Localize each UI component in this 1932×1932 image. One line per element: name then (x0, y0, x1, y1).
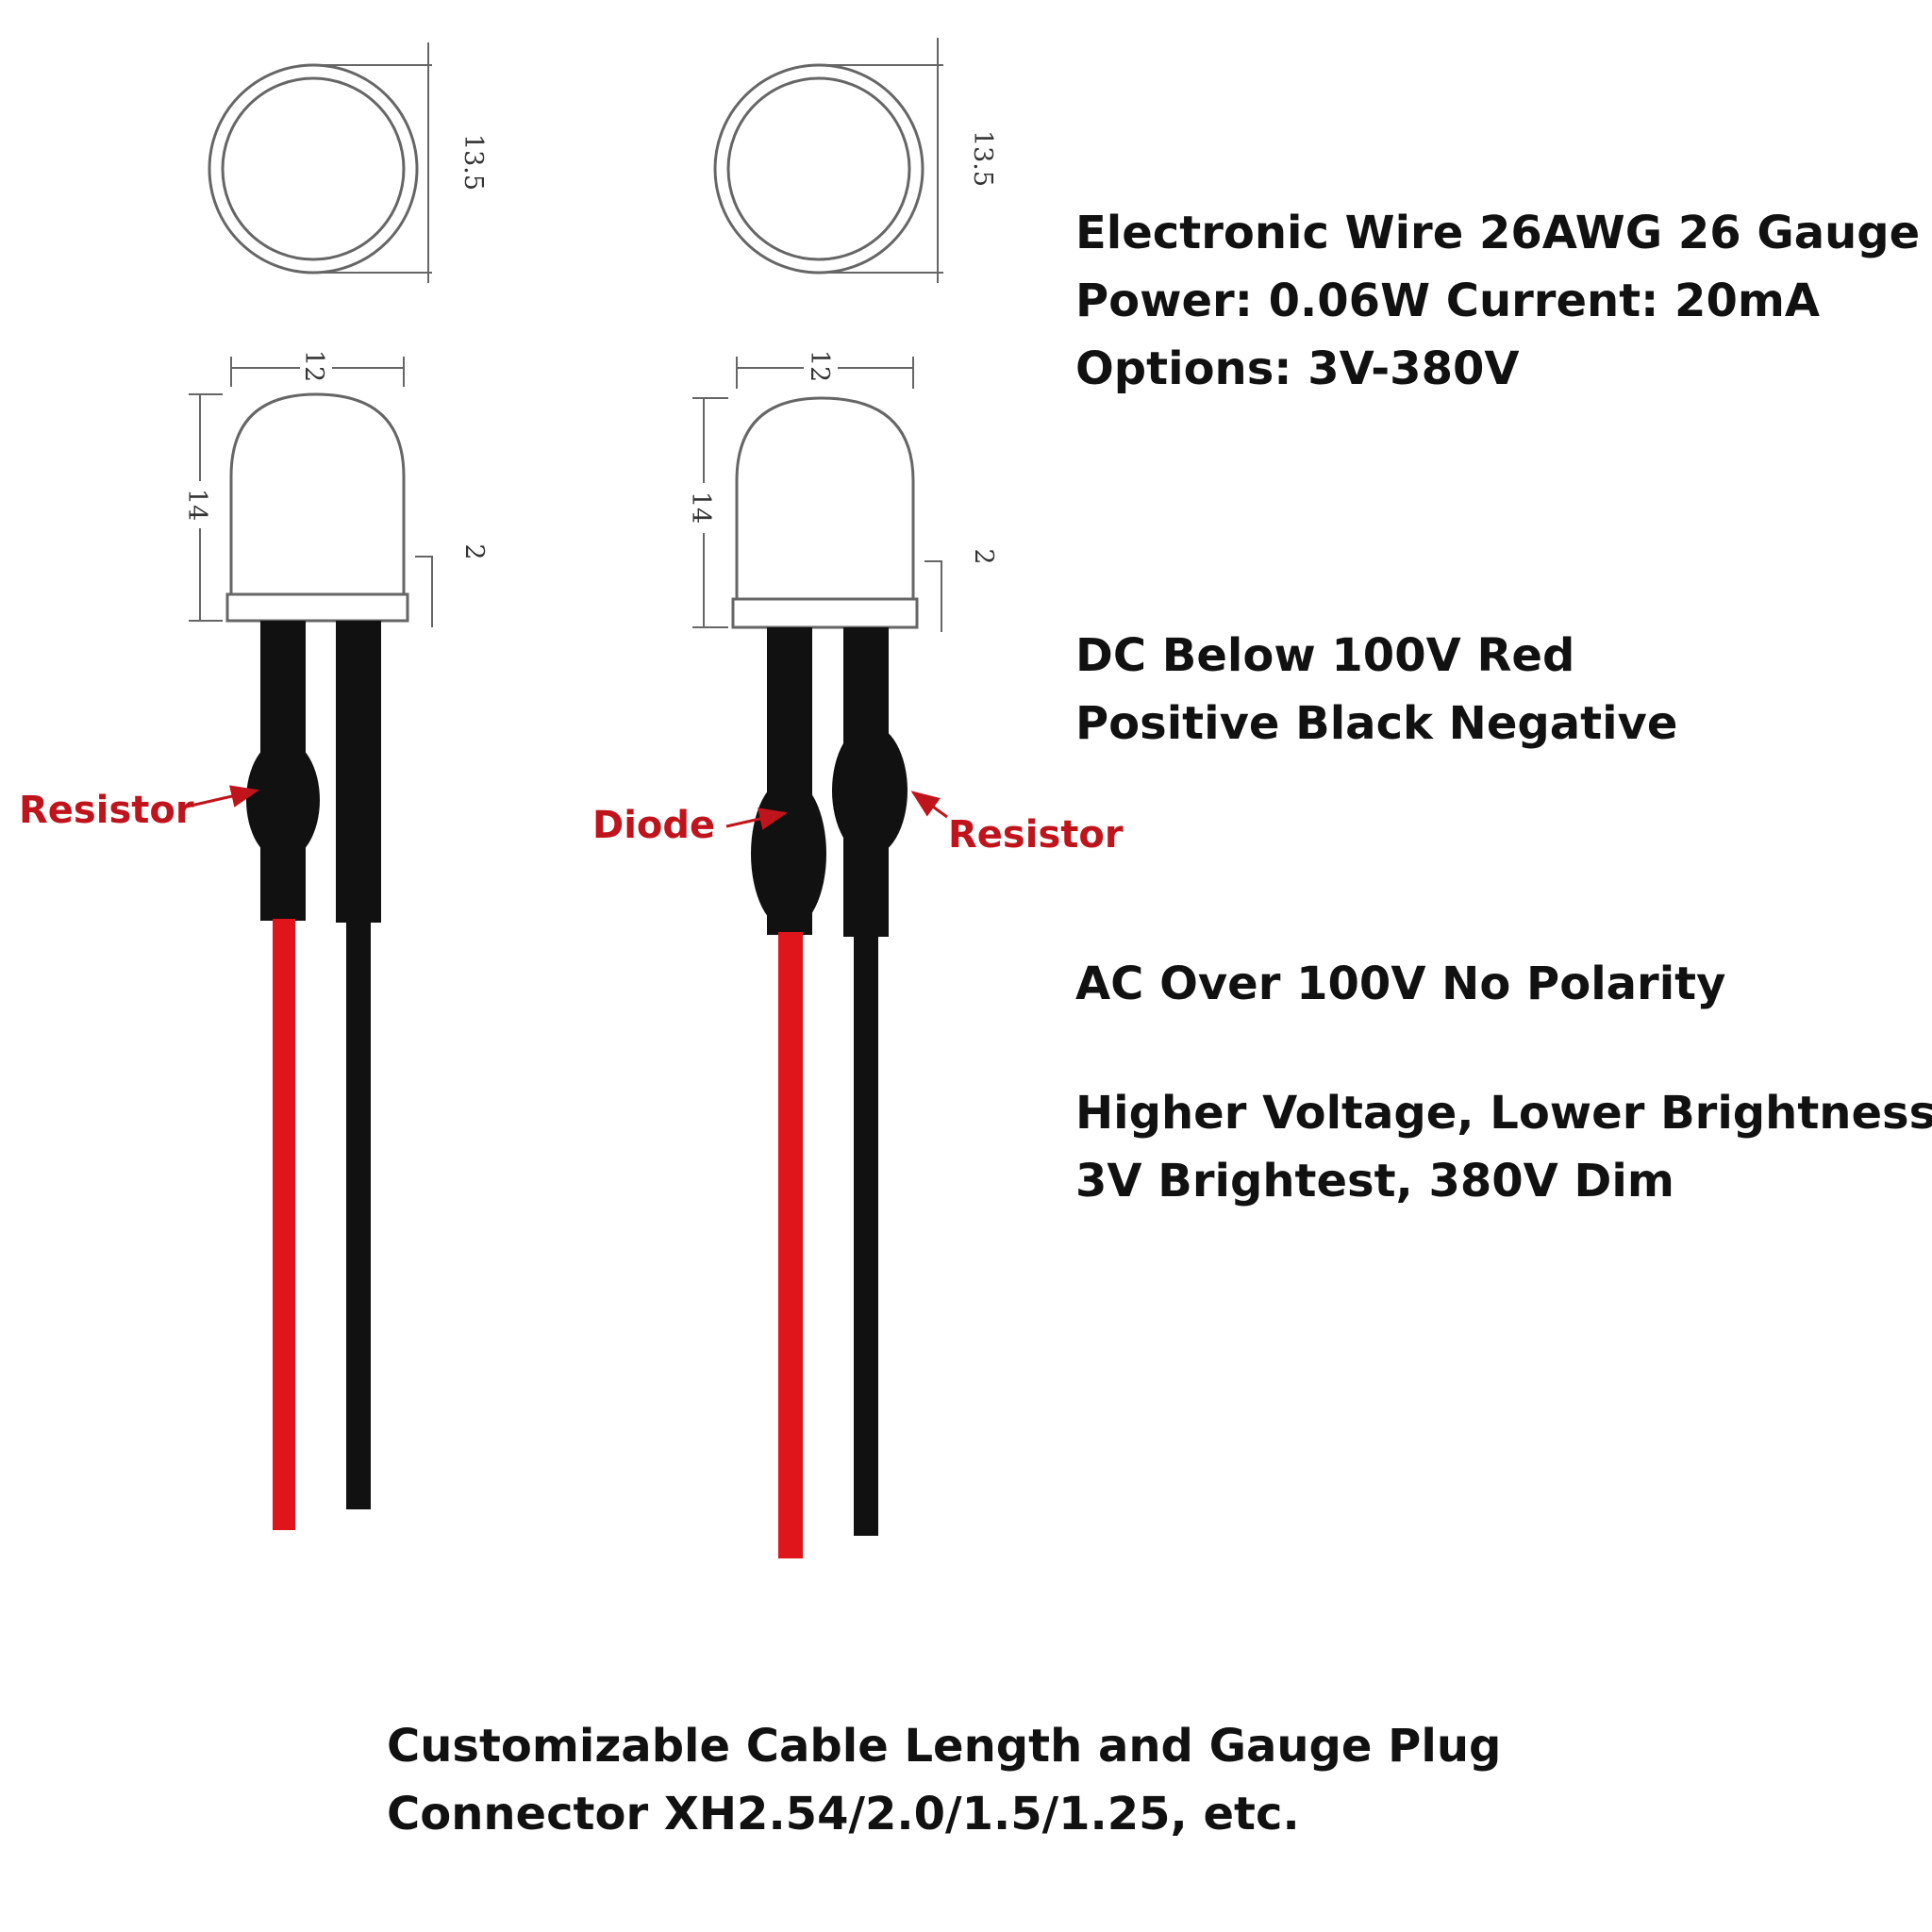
led-left-top-view (208, 42, 432, 283)
led-left-width-label: 12 (299, 350, 328, 382)
led-left-side-view (189, 357, 433, 627)
led-left-resistor-label: Resistor (19, 789, 194, 832)
spec-block-brightness: Higher Voltage, Lower Brightness: 3V Bri… (1075, 1079, 1932, 1215)
led-left-red-wire (273, 919, 295, 1530)
led-right-side-view (692, 357, 942, 632)
spec-dc-line-2: Positive Black Negative (1075, 697, 1678, 750)
led-right-diameter-label: 13.5 (968, 130, 997, 187)
led-right-red-wire (778, 932, 803, 1558)
led-right-diode-arrow (725, 808, 788, 830)
led-left-negative-sleeve (336, 621, 381, 923)
led-left-flange-label: 2 (459, 543, 489, 559)
spec-voltage-options: Options: 3V-380V (1075, 342, 1520, 395)
spec-wire-gauge: Electronic Wire 26AWG 26 Gauge (1075, 207, 1921, 259)
led-right-resistor (832, 724, 908, 857)
led-left-diameter-label: 13.5 (458, 134, 488, 191)
spec-brightness-line-2: 3V Brightest, 380V Dim (1075, 1155, 1674, 1208)
led-right-top-view (713, 38, 943, 283)
led-left: 13.5 12 14 2 Resistor (19, 42, 489, 1530)
led-right-black-wire (854, 932, 878, 1536)
led-right-diode-label: Diode (592, 804, 715, 847)
spec-dc-line-1: DC Below 100V Red (1075, 629, 1575, 682)
footer-line-1: Customizable Cable Length and Gauge Plug (387, 1720, 1502, 1773)
led-left-resistor (246, 740, 320, 860)
led-right-height-label: 14 (686, 491, 715, 524)
led-right: 13.5 12 14 2 Diode (592, 38, 1124, 1558)
led-right-resistor-label: Resistor (948, 813, 1124, 857)
led-left-resistor-arrow (186, 785, 259, 808)
spec-power-current: Power: 0.06W Current: 20mA (1075, 275, 1820, 327)
led-left-black-wire (346, 919, 371, 1509)
led-left-height-label: 14 (182, 489, 211, 521)
spec-block-electrical: Electronic Wire 26AWG 26 Gauge Power: 0.… (1075, 199, 1920, 403)
spec-ac-polarity: AC Over 100V No Polarity (1075, 958, 1726, 1010)
led-right-resistor-arrow (910, 791, 948, 819)
led-right-diode (751, 778, 826, 929)
spec-block-dc-polarity: DC Below 100V Red Positive Black Negativ… (1075, 622, 1677, 758)
spec-brightness-line-1: Higher Voltage, Lower Brightness: (1075, 1087, 1932, 1140)
led-right-flange-label: 2 (969, 548, 998, 564)
footer-customization-note: Customizable Cable Length and Gauge Plug… (387, 1712, 1501, 1848)
footer-line-2: Connector XH2.54/2.0/1.5/1.25, etc. (387, 1788, 1300, 1840)
led-right-width-label: 12 (805, 350, 834, 382)
